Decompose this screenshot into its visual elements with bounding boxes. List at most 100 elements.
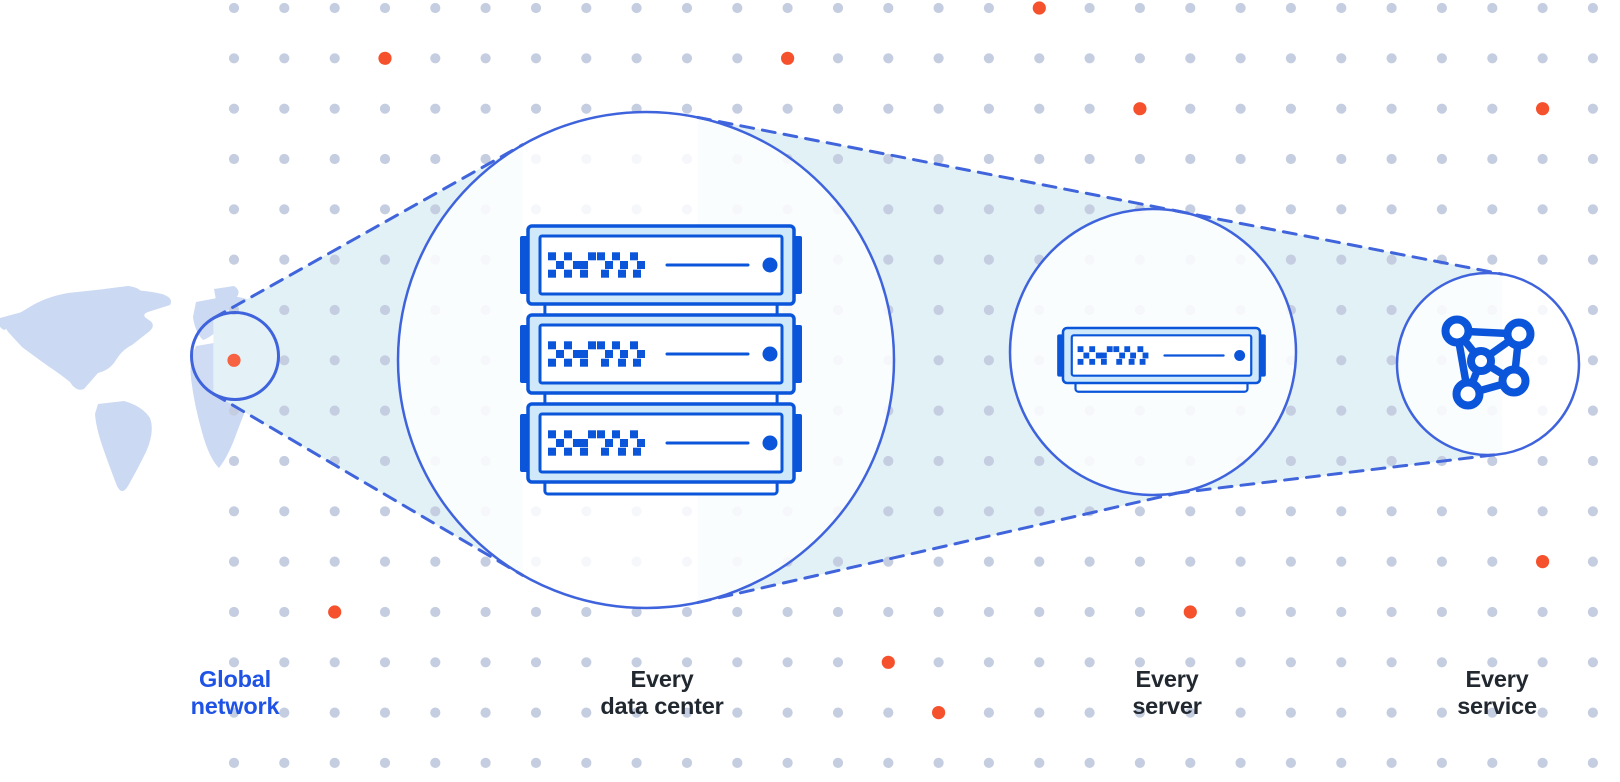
grid-dot	[279, 506, 290, 517]
grid-dot	[631, 757, 642, 769]
pixel-dust-pattern	[548, 341, 645, 367]
grid-dot	[1285, 757, 1296, 769]
grid-dot	[631, 657, 642, 668]
grid-dot	[983, 556, 995, 567]
grid-dot	[480, 757, 491, 769]
grid-dot	[1537, 657, 1548, 668]
grid-dot	[681, 657, 693, 668]
server-status-dot	[762, 257, 778, 273]
grid-dot	[329, 103, 340, 114]
grid-dot	[983, 657, 995, 668]
grid-dot	[1336, 556, 1347, 567]
grid-dot	[732, 757, 743, 769]
grid-dot	[329, 304, 340, 316]
server-status-dot	[762, 435, 778, 451]
grid-dot	[279, 707, 290, 718]
grid-dot	[681, 53, 693, 64]
grid-dot	[1185, 153, 1196, 165]
grid-dot	[1587, 103, 1598, 114]
grid-dot	[1587, 254, 1598, 265]
grid-dot	[1436, 53, 1447, 64]
grid-dot	[279, 204, 290, 215]
grid-dot	[1034, 707, 1045, 718]
grid-dot	[1034, 757, 1045, 769]
grid-dot	[1034, 53, 1045, 64]
grid-dot	[832, 707, 844, 718]
grid-dot	[832, 556, 844, 567]
grid-dot	[581, 2, 592, 14]
grid-dot	[228, 2, 240, 14]
grid-dot	[1587, 657, 1598, 668]
grid-dot	[933, 153, 944, 165]
grid-dot	[681, 707, 693, 718]
grid-dot	[1285, 606, 1296, 618]
grid-dot	[329, 355, 340, 366]
grid-dot	[983, 204, 995, 215]
grid-dot	[782, 707, 793, 718]
grid-dot	[1285, 405, 1296, 416]
grid-dot	[983, 53, 995, 64]
grid-dot	[1537, 2, 1548, 14]
grid-dot	[329, 707, 340, 718]
grid-dot	[1436, 556, 1447, 567]
grid-dot	[329, 204, 340, 215]
grid-dot	[279, 304, 290, 316]
grid-dot	[1134, 506, 1145, 517]
grid-dot	[430, 2, 441, 14]
grid-dot	[1034, 556, 1045, 567]
grid-dot	[983, 103, 995, 114]
grid-dot	[1336, 455, 1347, 467]
grid-dot	[1285, 556, 1296, 567]
grid-dot	[329, 405, 340, 416]
grid-dot	[883, 606, 894, 618]
grid-dot	[1285, 2, 1296, 14]
grid-dot	[1235, 556, 1246, 567]
label-line: Every	[630, 666, 694, 692]
grid-dot	[279, 153, 290, 165]
grid-dot	[1386, 556, 1397, 567]
grid-dot	[430, 556, 441, 567]
server-faceplate	[538, 234, 784, 296]
grid-dot	[1134, 153, 1145, 165]
grid-dot	[1235, 606, 1246, 618]
grid-dot	[1487, 254, 1498, 265]
grid-dot	[1436, 606, 1447, 618]
grid-dot	[1134, 707, 1145, 718]
grid-dot	[480, 707, 491, 718]
grid-dot	[883, 153, 894, 165]
grid-dot	[1487, 2, 1498, 14]
orange-grid-dot	[1536, 555, 1550, 569]
orange-grid-dot	[227, 353, 241, 367]
grid-dot	[933, 606, 944, 618]
grid-dot	[1386, 103, 1397, 114]
grid-dot	[1587, 455, 1598, 467]
grid-dot	[581, 606, 592, 618]
grid-dot	[1084, 2, 1095, 14]
grid-dot	[1537, 606, 1548, 618]
grid-dot	[1185, 657, 1196, 668]
grid-dot	[1285, 657, 1296, 668]
grid-dot	[832, 153, 844, 165]
service-mesh-network-icon	[1441, 315, 1535, 410]
grid-dot	[933, 53, 944, 64]
grid-dot	[1487, 606, 1498, 618]
grid-dot	[983, 606, 995, 618]
grid-dot	[1537, 204, 1548, 215]
grid-dot	[1487, 707, 1498, 718]
grid-dot	[279, 556, 290, 567]
grid-dot	[983, 153, 995, 165]
grid-dot	[832, 657, 844, 668]
grid-dot	[1587, 304, 1598, 316]
grid-dot	[1285, 153, 1296, 165]
grid-dot	[1436, 153, 1447, 165]
grid-dot	[1235, 103, 1246, 114]
grid-dot	[732, 2, 743, 14]
beam-dashed-lines	[211, 115, 1504, 605]
grid-dot	[430, 153, 441, 165]
grid-dot	[1084, 606, 1095, 618]
grid-dot	[1134, 556, 1145, 567]
grid-dot	[379, 657, 391, 668]
grid-dot	[1537, 455, 1548, 467]
grid-dot	[1185, 556, 1196, 567]
grid-dot	[329, 657, 340, 668]
